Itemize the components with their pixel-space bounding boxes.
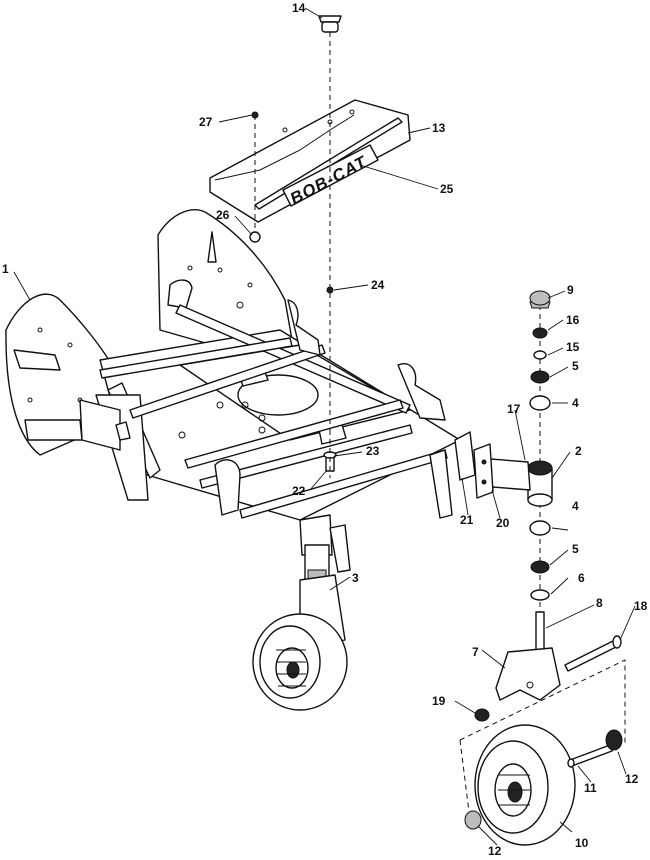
callout-2: 2 <box>575 444 582 458</box>
spacer-4-lower <box>529 520 551 536</box>
callout-24: 24 <box>371 278 385 292</box>
callout-14: 14 <box>292 1 306 15</box>
washer-15 <box>533 350 547 360</box>
spacer-12-right <box>605 729 623 751</box>
callout-1: 1 <box>2 262 9 276</box>
callout-4-lower: 4 <box>572 499 579 513</box>
main-frame <box>79 329 461 521</box>
callout-19: 19 <box>432 694 446 708</box>
callout-3: 3 <box>352 571 359 585</box>
callout-4-upper: 4 <box>572 396 579 410</box>
callout-6: 6 <box>578 571 585 585</box>
callout-22: 22 <box>292 484 306 498</box>
bolt-18 <box>564 635 622 672</box>
washer-6 <box>530 589 550 601</box>
bolt-27 <box>251 111 259 119</box>
callout-20: 20 <box>496 516 510 530</box>
leader-lines <box>13 7 636 846</box>
deck-cover-plate <box>209 99 411 223</box>
callout-5-upper: 5 <box>572 359 579 373</box>
callout-11: 11 <box>584 781 597 795</box>
callout-15: 15 <box>566 340 580 354</box>
callout-12-left: 12 <box>488 844 502 858</box>
callout-17: 17 <box>507 402 521 416</box>
callout-27: 27 <box>199 115 213 129</box>
callout-21: 21 <box>460 513 474 527</box>
axle-11 <box>567 744 613 768</box>
fork-axle-guide <box>459 659 626 745</box>
caster-fork-7 <box>495 611 561 701</box>
callout-7: 7 <box>472 645 479 659</box>
cross-tubes <box>99 304 448 519</box>
caster-mount-arm-17 <box>473 443 531 499</box>
callout-26: 26 <box>216 208 230 222</box>
nut-16 <box>532 327 548 339</box>
callout-16: 16 <box>566 313 580 327</box>
deck-knob <box>318 15 342 33</box>
bolt-24 <box>326 286 334 294</box>
callout-10: 10 <box>575 836 589 850</box>
bearing-5-upper <box>530 370 550 384</box>
callout-8: 8 <box>596 596 603 610</box>
callout-5-lower: 5 <box>572 542 579 556</box>
callout-23: 23 <box>366 444 380 458</box>
wheel-guide <box>459 739 471 821</box>
bearing-5-lower <box>530 560 550 574</box>
callout-25: 25 <box>440 182 454 196</box>
left-caster-wheel-assembly <box>252 544 348 711</box>
callout-13: 13 <box>432 121 446 135</box>
nut-19 <box>474 708 490 722</box>
callout-12-right: 12 <box>625 772 639 786</box>
spacer-4-upper <box>529 395 551 411</box>
callout-18: 18 <box>634 599 648 613</box>
spacer-12-left <box>464 810 482 830</box>
nut-26 <box>249 231 261 243</box>
caster-pivot-tube-2 <box>527 460 553 507</box>
dust-cap-9 <box>529 290 551 309</box>
caster-wheel-10 <box>474 724 576 846</box>
callout-9: 9 <box>567 283 574 297</box>
